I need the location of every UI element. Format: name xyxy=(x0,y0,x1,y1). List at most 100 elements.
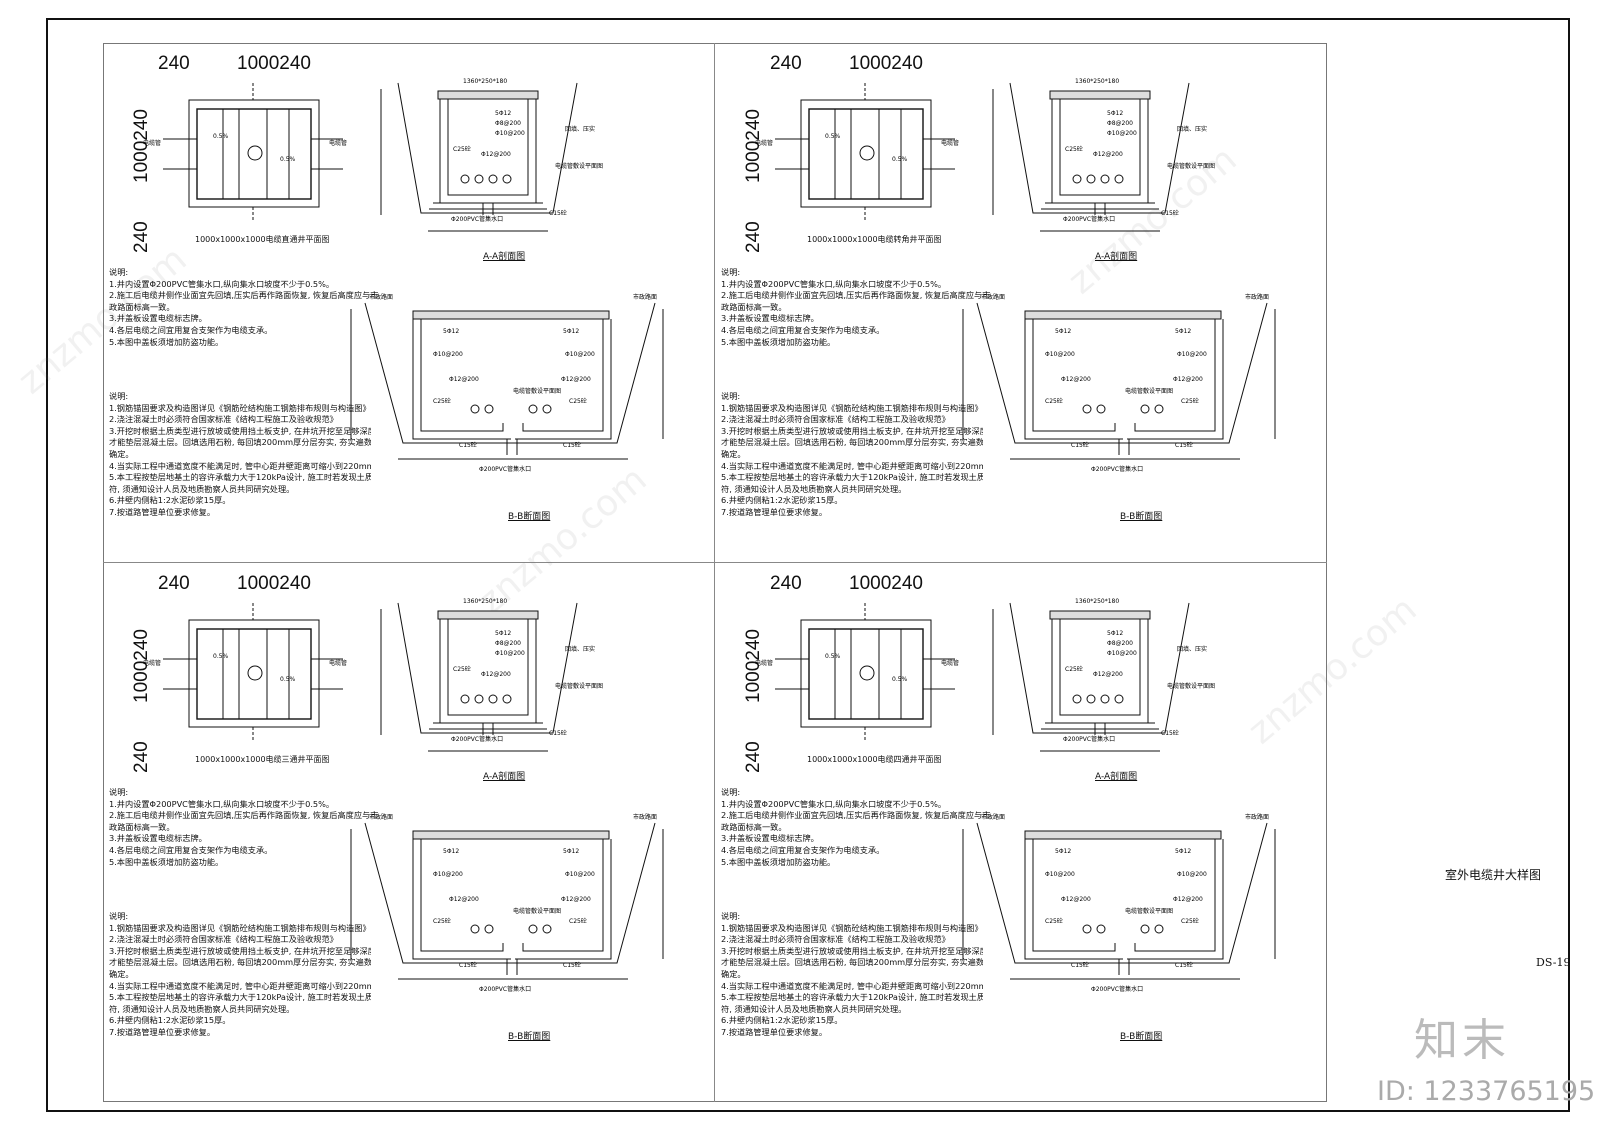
note-line: 7.按道路管理单位要求修复。 xyxy=(109,506,216,517)
svg-text:Φ200PVC管集水口: Φ200PVC管集水口 xyxy=(451,735,503,743)
svg-text:C15砼: C15砼 xyxy=(459,441,477,449)
note-line: 4.当实际工程中通道宽度不能满足时, 管中心距井壁距离可缩小到220mm。 xyxy=(721,980,983,991)
svg-text:5Φ12: 5Φ12 xyxy=(1107,110,1123,117)
svg-text:Φ12@200: Φ12@200 xyxy=(449,896,479,903)
plan-caption: 1000x1000x1000电缆四通井平面图 xyxy=(807,755,942,764)
svg-text:Φ10@200: Φ10@200 xyxy=(1107,130,1137,137)
note-line: 1.钢筋锚固要求及构造图详见《钢筋砼结构施工钢筋排布规则与构造图》06G901-… xyxy=(109,402,371,413)
svg-text:电缆管敷设平面图: 电缆管敷设平面图 xyxy=(513,907,561,915)
svg-text:电缆管: 电缆管 xyxy=(143,659,161,667)
svg-text:C15砼: C15砼 xyxy=(1071,441,1089,449)
drawing-code: DS-19 xyxy=(1536,956,1571,969)
svg-text:5Φ12: 5Φ12 xyxy=(1055,848,1071,855)
svg-text:Φ12@200: Φ12@200 xyxy=(1093,671,1123,678)
svg-text:5Φ12: 5Φ12 xyxy=(495,630,511,637)
svg-text:C15砼: C15砼 xyxy=(549,729,567,737)
svg-text:Φ12@200: Φ12@200 xyxy=(481,671,511,678)
note-line: 2.施工后电缆井侧作业面宜先回填,压实后再作路面恢复, 恢复后高度应与市 xyxy=(109,290,379,301)
svg-text:回填、压实: 回填、压实 xyxy=(1177,125,1207,133)
svg-text:C25砼: C25砼 xyxy=(1045,917,1063,925)
plan-dim-left: 240 xyxy=(770,53,802,74)
svg-text:C15砼: C15砼 xyxy=(1175,961,1193,969)
notes-general: 说明:1.井内设置Φ200PVC管集水口,纵向集水口坡度不少于0.5%。2.施工… xyxy=(721,267,1041,348)
svg-text:Φ10@200: Φ10@200 xyxy=(495,130,525,137)
svg-text:Φ10@200: Φ10@200 xyxy=(1177,871,1207,878)
note-line: 4.当实际工程中通道宽度不能满足时, 管中心距井壁距离可缩小到220mm。 xyxy=(721,460,983,471)
svg-text:Φ8@200: Φ8@200 xyxy=(495,120,521,127)
svg-text:回填、压实: 回填、压实 xyxy=(565,125,595,133)
svg-text:Φ8@200: Φ8@200 xyxy=(495,640,521,647)
section-aa xyxy=(380,82,578,232)
svg-text:C25砼: C25砼 xyxy=(433,917,451,925)
note-line: 7.按道路管理单位要求修复。 xyxy=(721,506,828,517)
svg-text:0.5%: 0.5% xyxy=(280,676,296,683)
svg-text:C15砼: C15砼 xyxy=(1175,441,1193,449)
svg-text:C25砼: C25砼 xyxy=(569,917,587,925)
plan-caption: 1000x1000x1000电缆转角井平面图 xyxy=(807,235,942,244)
note-line: 4.各层电缆之间宜用复合支架作为电缆支承。 xyxy=(721,324,885,335)
svg-text:C25砼: C25砼 xyxy=(1181,397,1199,405)
note-line: 7.按道路管理单位要求修复。 xyxy=(109,1026,216,1037)
svg-text:市政路面: 市政路面 xyxy=(369,813,393,821)
note-line: 1.钢筋锚固要求及构造图详见《钢筋砼结构施工钢筋排布规则与构造图》06G901-… xyxy=(721,402,983,413)
aa-cover-label: 1360*250*180 xyxy=(1075,598,1119,605)
plan-text-slope: 0.5% xyxy=(213,653,229,660)
svg-text:Φ10@200: Φ10@200 xyxy=(433,351,463,358)
svg-text:市政路面: 市政路面 xyxy=(1245,813,1269,821)
svg-text:Φ10@200: Φ10@200 xyxy=(565,871,595,878)
note-line: 6.井壁内侧粘1:2水泥砂浆15厚。 xyxy=(109,1015,231,1026)
section-aa-caption: A-A剖面图 xyxy=(483,252,526,262)
svg-text:5Φ12: 5Φ12 xyxy=(495,110,511,117)
note-line: 3.开挖时根据土质类型进行放坡或使用挡土板支护, 在井坑开挖至足够深度后, 把坑… xyxy=(109,425,371,436)
plan-text-slope: 0.5% xyxy=(825,653,841,660)
note-line: 2.施工后电缆井侧作业面宜先回填,压实后再作路面恢复, 恢复后高度应与市 xyxy=(721,290,991,301)
note-line: 2.施工后电缆井侧作业面宜先回填,压实后再作路面恢复, 恢复后高度应与市 xyxy=(721,810,991,821)
aa-cover-label: 1360*250*180 xyxy=(463,78,507,85)
section-bb xyxy=(350,302,664,460)
note-line: 符, 须通知设计人员及地质勘察人员共同研究处理。 xyxy=(109,483,295,494)
svg-text:Φ200PVC管集水口: Φ200PVC管集水口 xyxy=(479,465,531,473)
svg-text:电缆管: 电缆管 xyxy=(755,659,773,667)
note-line: 5.本图中盖板须增加防盗功能。 xyxy=(721,856,836,867)
svg-text:市政路面: 市政路面 xyxy=(981,293,1005,301)
note-line: 才能垫层混凝土层。回填选用石粉, 每回填200mm厚分层夯实, 夯实遍数根据土层… xyxy=(721,437,983,448)
svg-text:5Φ12: 5Φ12 xyxy=(1107,630,1123,637)
note-line: 2.施工后电缆井侧作业面宜先回填,压实后再作路面恢复, 恢复后高度应与市 xyxy=(109,810,379,821)
note-line: 说明: xyxy=(109,911,129,921)
note-line: 说明: xyxy=(109,267,129,277)
section-bb xyxy=(962,822,1276,980)
note-line: 说明: xyxy=(109,787,129,797)
svg-text:5Φ12: 5Φ12 xyxy=(563,328,579,335)
plan-caption: 1000x1000x1000电缆三通井平面图 xyxy=(195,755,330,764)
drawing-frame xyxy=(46,18,1570,1112)
svg-text:电缆管: 电缆管 xyxy=(755,139,773,147)
svg-text:5Φ12: 5Φ12 xyxy=(443,848,459,855)
note-line: 3.开挖时根据土质类型进行放坡或使用挡土板支护, 在井坑开挖至足够深度后, 把坑… xyxy=(721,425,983,436)
svg-text:C25砼: C25砼 xyxy=(453,145,471,153)
plan-dim-left: 240 xyxy=(158,53,190,74)
note-line: 才能垫层混凝土层。回填选用石粉, 每回填200mm厚分层夯实, 夯实遍数根据土层… xyxy=(721,957,983,968)
svg-text:Φ12@200: Φ12@200 xyxy=(1093,151,1123,158)
brand-logo: 知末 xyxy=(1414,1015,1510,1066)
svg-text:Φ10@200: Φ10@200 xyxy=(495,650,525,657)
sheet-divider-horizontal xyxy=(103,562,1327,563)
well-drawings: 0.5% 0.5% 电缆管 电缆管 1360*250*180 5Φ12 Φ8@2… xyxy=(143,598,664,993)
svg-text:C15砼: C15砼 xyxy=(549,209,567,217)
notes-construction: 说明:1.钢筋锚固要求及构造图详见《钢筋砼结构施工钢筋排布规则与构造图》06G9… xyxy=(721,391,983,519)
svg-text:C15砼: C15砼 xyxy=(1071,961,1089,969)
svg-text:电缆管敷设平面图: 电缆管敷设平面图 xyxy=(513,387,561,395)
note-line: 才能垫层混凝土层。回填选用石粉, 每回填200mm厚分层夯实, 夯实遍数根据土层… xyxy=(109,957,371,968)
plan-caption: 1000x1000x1000电缆直通井平面图 xyxy=(195,235,330,244)
note-line: 4.各层电缆之间宜用复合支架作为电缆支承。 xyxy=(109,324,273,335)
note-line: 1.井内设置Φ200PVC管集水口,纵向集水口坡度不少于0.5%。 xyxy=(109,278,335,289)
note-line: 说明: xyxy=(721,787,741,797)
svg-text:Φ12@200: Φ12@200 xyxy=(1061,896,1091,903)
svg-text:5Φ12: 5Φ12 xyxy=(443,328,459,335)
svg-text:市政路面: 市政路面 xyxy=(369,293,393,301)
note-line: 说明: xyxy=(721,391,741,401)
notes-construction: 说明:1.钢筋锚固要求及构造图详见《钢筋砼结构施工钢筋排布规则与构造图》06G9… xyxy=(109,391,371,519)
notes-general: 说明:1.井内设置Φ200PVC管集水口,纵向集水口坡度不少于0.5%。2.施工… xyxy=(721,787,1041,868)
section-aa xyxy=(992,82,1190,232)
note-line: 3.井盖板设置电缆标志牌。 xyxy=(109,313,207,324)
svg-text:C25砼: C25砼 xyxy=(1065,665,1083,673)
